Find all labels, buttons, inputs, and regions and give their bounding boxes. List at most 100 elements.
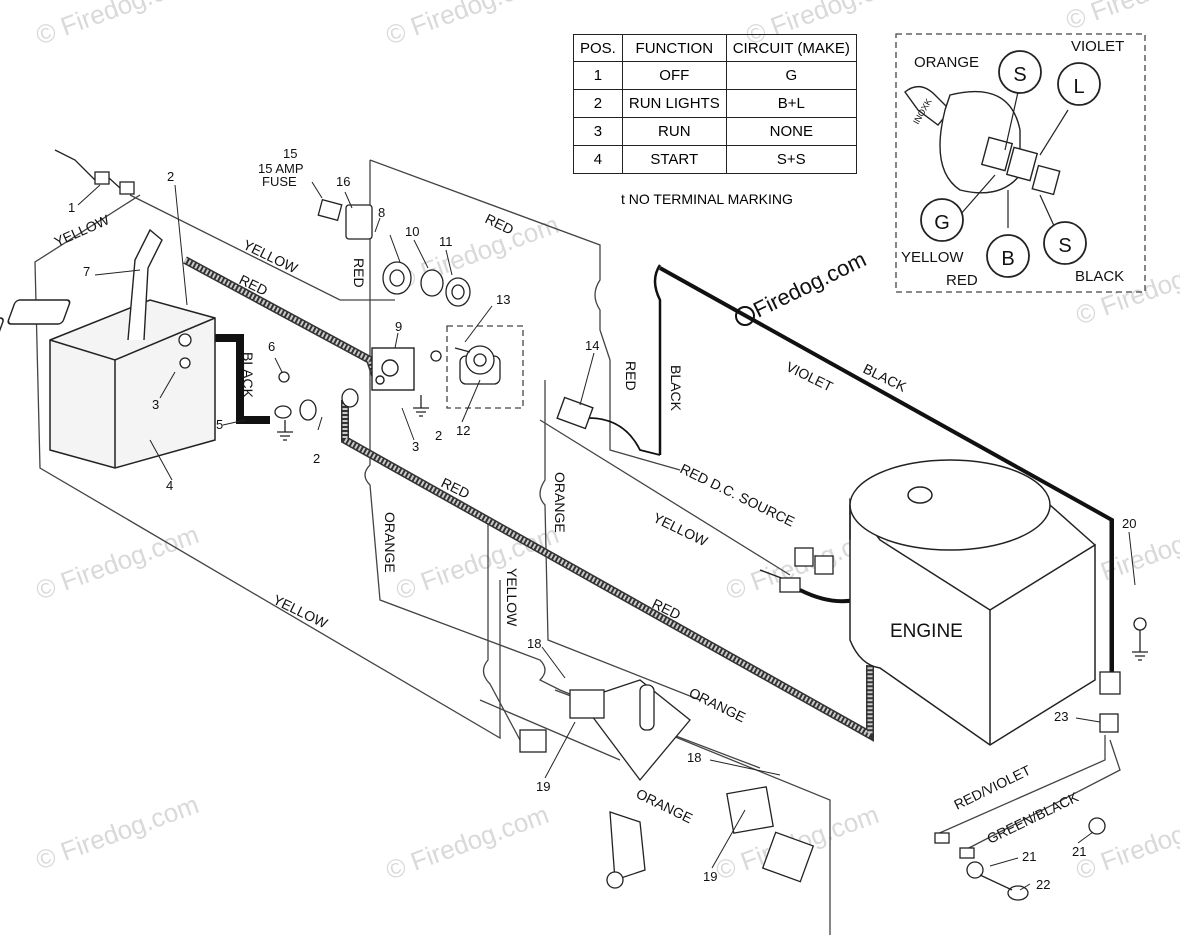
wire-label-yellow: YELLOW: [52, 211, 113, 250]
orange-wire-inner: [539, 380, 701, 701]
wire-orange-detail: ORANGE: [914, 54, 979, 71]
hardware: [178, 261, 1147, 631]
table-row: 1 OFF G: [573, 61, 857, 90]
table-cell: NONE: [725, 117, 857, 146]
part-number: 7: [83, 264, 90, 279]
black-ground-cable: [205, 334, 270, 424]
part-number: 2: [167, 169, 174, 184]
part-callouts: 1 2 2 2 3 3 4 5 6 7 8 9 10 11 12 13 14 1…: [68, 146, 1136, 892]
connector-1: [54, 149, 135, 195]
fuse-description: 15 AMP: [258, 161, 304, 176]
wire-label-green-black: GREEN/BLACK: [984, 788, 1081, 846]
table-header: FUNCTION: [621, 34, 727, 62]
part-number: 23: [1054, 709, 1068, 724]
watermark: © Firedog.com: [32, 0, 203, 51]
yellow-wire-to-solenoid: [129, 194, 395, 301]
harness-outlines: [34, 33, 1146, 935]
table-cell: START: [621, 145, 727, 174]
part-number: 5: [216, 417, 223, 432]
red-wire-frame-top: [369, 159, 681, 471]
part-number: 18: [687, 750, 701, 765]
green-black-wire: [964, 739, 1121, 851]
engine-block: [849, 459, 1096, 746]
part-number: 22: [1036, 877, 1050, 892]
terminal-s-top: S: [1013, 64, 1026, 86]
terminal-b: B: [1001, 248, 1014, 270]
wire-label-orange: ORANGE: [634, 785, 696, 826]
brand-logo-icon: [735, 306, 755, 326]
switch-function-table: POS. FUNCTION CIRCUIT (MAKE) 1 OFF G 2 R…: [573, 34, 857, 174]
part-number: 11: [439, 234, 453, 249]
part-number: 18: [527, 636, 541, 651]
watermark: © Firedog.com: [392, 519, 563, 606]
wire-label-yellow: YELLOW: [651, 509, 711, 549]
table-cell: S+S: [725, 145, 857, 174]
part-number: 20: [1122, 516, 1136, 531]
part-number: 21: [1022, 849, 1036, 864]
starter-solenoid: [371, 347, 415, 391]
part-number: 3: [152, 397, 159, 412]
terminal-g: G: [934, 212, 950, 234]
part-number: 21: [1072, 844, 1086, 859]
ground-symbols: [277, 395, 1148, 661]
table-header: POS.: [573, 34, 623, 62]
wire-label-black: BLACK: [668, 365, 684, 412]
wire-label-black: BLACK: [861, 360, 910, 395]
watermark: © Firedog.com: [32, 789, 203, 876]
red-battery-cable: [183, 256, 874, 742]
seat-switch-connectors: [934, 817, 1106, 901]
detail-dashed-box: [895, 33, 1146, 293]
wire-violet-detail: VIOLET: [1071, 38, 1124, 55]
table-row: 2 RUN LIGHTS B+L: [573, 89, 857, 118]
part-number: 14: [585, 338, 599, 353]
interlock-switch-lower: [606, 786, 815, 889]
ignition-switch: [454, 345, 501, 385]
wire-red-detail: RED: [946, 272, 978, 289]
part-number: 3: [412, 439, 419, 454]
table-cell: OFF: [621, 61, 727, 90]
table-cell: B+L: [725, 89, 857, 118]
leader-lines: [77, 181, 1136, 891]
table-cell: G: [725, 61, 857, 90]
part-number: 2: [313, 451, 320, 466]
interlock-switch-upper: [519, 679, 691, 782]
table-cell: 3: [573, 117, 623, 146]
wire-label-black: BLACK: [240, 352, 256, 399]
terminal-s-bottom: S: [1058, 235, 1071, 257]
fuse-description: FUSE: [262, 174, 297, 189]
part-number: 2: [435, 428, 442, 443]
brand-label: Firedog.com: [749, 246, 870, 322]
watermark: © Firedog.com: [32, 519, 203, 606]
orange-wire-frame: [364, 160, 831, 935]
yellow-wire-inner: [482, 520, 521, 741]
part-number: 12: [456, 423, 470, 438]
table-row: 4 START S+S: [573, 145, 857, 174]
connector-23: [1099, 671, 1121, 733]
watermark: © Firedog.com: [382, 799, 553, 886]
table-header-row: POS. FUNCTION CIRCUIT (MAKE): [573, 34, 857, 62]
wire-black-detail: BLACK: [1075, 268, 1124, 285]
part-number: 6: [268, 339, 275, 354]
part-number: 13: [496, 292, 510, 307]
wire-label-red-dc-source: RED D.C. SOURCE: [678, 460, 798, 529]
watermark: © Firedog.com: [382, 0, 553, 51]
black-wire-to-engine: [659, 266, 1114, 680]
part-number: 15: [283, 146, 297, 161]
wire-label-yellow: YELLOW: [271, 591, 331, 631]
part-number: 4: [166, 478, 173, 493]
yellow-wire-loop: [34, 194, 501, 740]
part-number: 10: [405, 224, 419, 239]
plug-14: [556, 396, 594, 430]
wire-label-orange: ORANGE: [382, 512, 398, 573]
table-cell: RUN LIGHTS: [621, 89, 727, 118]
yellow-wire-to-engine: [539, 419, 791, 576]
part-number: 19: [536, 779, 550, 794]
part-number: 1: [68, 200, 75, 215]
watermark: © Firedog.com: [1062, 0, 1180, 36]
red-violet-wire: [934, 735, 1106, 836]
wire-label-red: RED: [351, 258, 367, 288]
wire-yellow-detail: YELLOW: [901, 249, 964, 266]
switch-dashed-box: [446, 325, 524, 409]
table-cell: 2: [573, 89, 623, 118]
